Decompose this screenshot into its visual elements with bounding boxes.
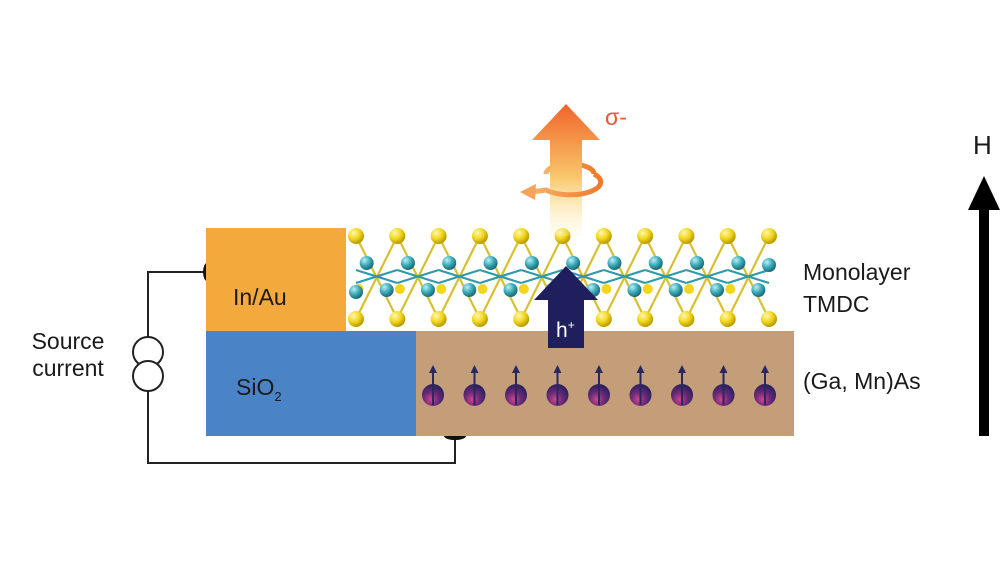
ga-mn-as-label: (Ga, Mn)As: [803, 368, 921, 394]
chalcogen-atom-inner: [436, 284, 447, 294]
chalcogen-atom-inner: [518, 284, 529, 294]
sigma-label: σ-: [605, 104, 627, 130]
chalcogen-atom-top: [430, 228, 447, 244]
metal-atom: [462, 283, 477, 297]
chalcogen-atom-inner: [601, 284, 612, 294]
chalcogen-atom-inner: [477, 284, 488, 294]
chalcogen-atom-top: [513, 228, 530, 244]
metal-atom: [442, 256, 457, 270]
magnetic-dopant: [463, 365, 486, 406]
metal-atom: [379, 283, 394, 297]
in-au-label: In/Au: [233, 284, 287, 310]
metal-atom: [566, 256, 581, 270]
metal-atom: [668, 283, 683, 297]
metal-atom: [627, 283, 642, 297]
magnetic-dopant: [422, 365, 444, 406]
metal-atom: [420, 283, 435, 297]
metal-atom: [690, 256, 705, 270]
chalcogen-atom-bottom: [471, 311, 488, 327]
chalcogen-atom-top: [348, 228, 364, 244]
magnetic-dopant: [629, 365, 652, 406]
chalcogen-atom-top: [471, 228, 488, 244]
metal-atom: [400, 256, 415, 270]
metal-atom: [648, 256, 663, 270]
magnetic-dopant: [712, 365, 735, 406]
chalcogen-atom-inner: [684, 284, 695, 294]
metal-atom: [483, 256, 498, 270]
sio2-label: SiO2: [236, 374, 282, 404]
metal-atom: [710, 283, 725, 297]
tmdc-lattice: [348, 228, 777, 327]
hole-arrow: [534, 266, 598, 348]
magnetic-field-arrow: [968, 176, 1000, 436]
current-source-symbol: [132, 336, 164, 392]
metal-atom: [607, 256, 622, 270]
magnetic-dopant: [754, 365, 776, 406]
metal-atom: [524, 256, 539, 270]
magnetic-dopant: [671, 365, 693, 406]
chalcogen-atom-bottom: [389, 311, 406, 327]
chalcogen-atom-bottom: [761, 311, 777, 327]
chalcogen-atom-inner: [725, 284, 736, 294]
metal-atom: [751, 283, 766, 297]
chalcogen-atom-inner: [642, 284, 653, 294]
chalcogen-atom-top: [678, 228, 695, 244]
magnetic-dopant: [546, 365, 569, 406]
field-label: H: [973, 130, 992, 160]
chalcogen-atom-top: [719, 228, 736, 244]
metal-atom: [349, 285, 363, 299]
metal-atom: [731, 256, 746, 270]
chalcogen-atom-bottom: [637, 311, 654, 327]
in-au-contact: [206, 228, 346, 331]
magnetic-dopant: [505, 365, 527, 406]
monolayer-tmdc-label: Monolayer TMDC: [803, 259, 911, 317]
ga-mn-as-substrate: [416, 331, 794, 436]
hole-label: h+: [556, 318, 575, 342]
source-current-label: Source current: [31, 328, 105, 381]
chalcogen-atom-top: [389, 228, 406, 244]
chalcogen-atom-bottom: [430, 311, 447, 327]
emission-arrow: [520, 104, 604, 236]
chalcogen-atom-inner: [394, 284, 405, 294]
chalcogen-atom-bottom: [678, 311, 695, 327]
chalcogen-atom-bottom: [348, 311, 364, 327]
chalcogen-atom-bottom: [513, 311, 530, 327]
metal-atom: [762, 258, 776, 272]
magnetic-dopants: [422, 365, 776, 406]
circuit-wire: [147, 271, 456, 464]
chalcogen-atom-top: [761, 228, 777, 244]
metal-atom: [503, 283, 518, 297]
chalcogen-atom-top: [637, 228, 654, 244]
chalcogen-atom-top: [595, 228, 612, 244]
chalcogen-atom-bottom: [595, 311, 612, 327]
magnetic-dopant: [588, 365, 610, 406]
metal-atom: [359, 256, 374, 270]
sio2-layer: [206, 331, 416, 436]
chalcogen-atom-bottom: [719, 311, 736, 327]
